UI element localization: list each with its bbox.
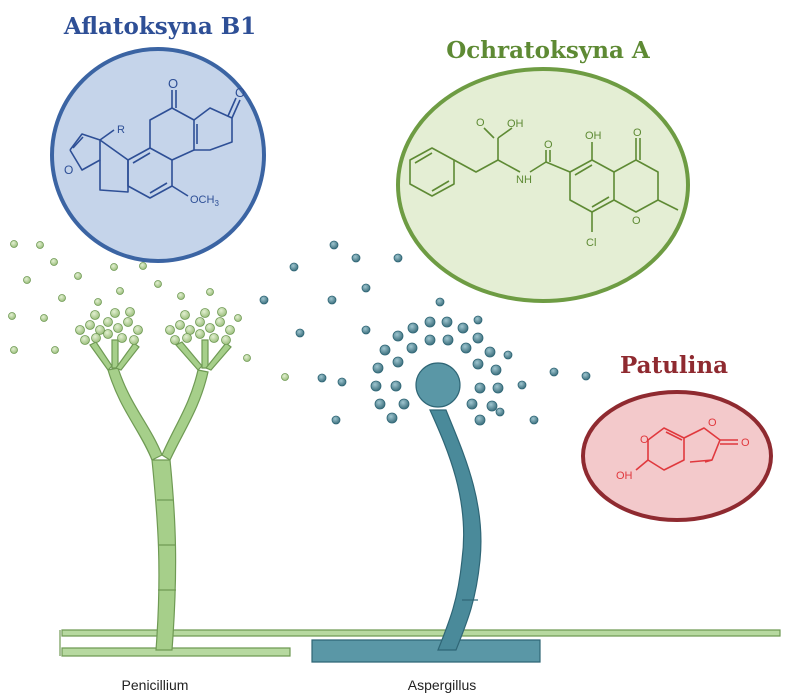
aflatoxin-structure	[69, 90, 241, 199]
ochratoxin-circle: OH O NH O OH O O Cl	[396, 67, 690, 303]
patulin-structure	[635, 427, 738, 471]
penicillium-label: Penicillium	[122, 677, 189, 693]
ochratoxin-atom-oh-phenol: OH	[585, 130, 602, 142]
ochratoxin-atom-o-lactone: O	[633, 127, 642, 139]
aflatoxin-atom-och3: OCH3	[190, 194, 219, 208]
ochratoxin-structure	[409, 127, 679, 232]
aflatoxin-circle: R O O O OCH3	[50, 47, 266, 263]
aflatoxin-title: Aflatoksyna B1	[63, 13, 256, 40]
patulin-atom-o-ring1: O	[640, 434, 649, 446]
patulin-atom-oh: OH	[616, 470, 633, 482]
aflatoxin-atom-r: R	[117, 124, 125, 136]
ochratoxin-atom-nh: NH	[516, 174, 532, 186]
aflatoxin-atom-o-top2: O	[235, 85, 245, 100]
patulin-atom-o-ring2: O	[708, 417, 717, 429]
ochratoxin-atom-o-acid: O	[476, 117, 485, 129]
floating-spores-blue	[259, 240, 591, 425]
patulin-atom-o-keto: O	[741, 437, 750, 449]
ochratoxin-atom-o-ring: O	[632, 215, 641, 227]
patulin-title: Patulina	[620, 352, 728, 379]
floating-spores-green	[8, 240, 289, 381]
ochratoxin-atom-oh-acid: OH	[507, 118, 524, 130]
ochratoxin-title: Ochratoksyna A	[446, 37, 651, 64]
aspergillus-label: Aspergillus	[408, 677, 476, 693]
penicillium-spore-heads	[75, 307, 235, 345]
patulin-circle: O O O OH	[581, 390, 773, 522]
aspergillus-spore-head	[370, 316, 504, 426]
ochratoxin-atom-o-amide: O	[544, 139, 553, 151]
ochratoxin-atom-cl: Cl	[586, 237, 596, 249]
aflatoxin-atom-o-ring: O	[64, 163, 73, 177]
penicillium-fungus	[59, 339, 781, 657]
aflatoxin-atom-o-top1: O	[168, 76, 178, 91]
aspergillus-fungus	[311, 362, 541, 663]
